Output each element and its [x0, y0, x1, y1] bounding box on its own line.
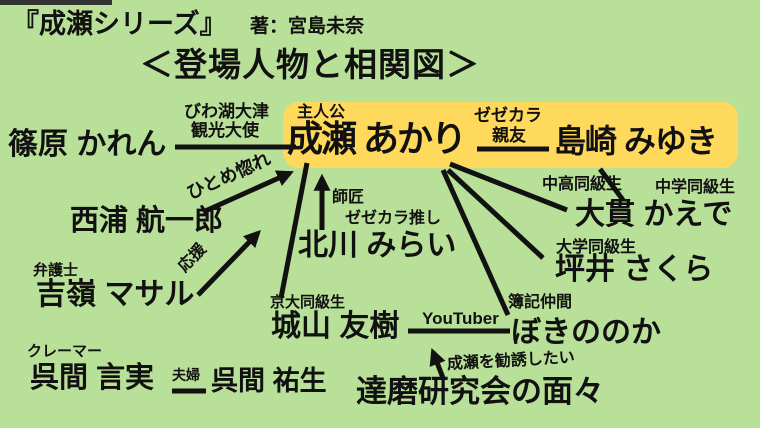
node-shiroyama-yuki: 城山 友樹 [271, 310, 400, 343]
edge-label-daigaku-dokyusei: 大学同級生 [556, 239, 637, 256]
edge-label-kyodai-dokyusei: 京大同級生 [270, 294, 346, 311]
top-left-dark-bar [0, 0, 112, 5]
edge-yoshimine-nishiura-arrow [196, 229, 261, 297]
edge-label-fufu: 夫婦 [172, 367, 200, 383]
edge-daruma-shiroyama-arrow [429, 348, 446, 379]
node-kurema-kotomi: 呉間 言実 [30, 362, 155, 394]
edge-label-zezekara-oshi: ゼゼカラ推し [345, 210, 442, 227]
edge-shimazaki-onuki [597, 167, 626, 202]
node-yoshimine-masaru: 吉嶺 マサル [36, 278, 195, 311]
node-tsuboi-sakura: 坪井 さくら [555, 253, 714, 286]
edge-naruse-bokinonoka [440, 168, 511, 317]
node-nishiura-koichiro: 西浦 航一郎 [70, 205, 224, 237]
protagonist-highlight-pill [283, 102, 738, 168]
edge-label-chuko-dokyusei: 中高同級生 [542, 176, 623, 193]
edge-naruse-shiroyama [278, 162, 310, 299]
naruse-role-label: 主人公 [297, 104, 346, 121]
node-shinohara-karen: 篠原 かれん [8, 128, 167, 161]
node-onuki-kaede: 大貫 かえで [575, 198, 733, 231]
edge-nishiura-naruse-arrow [201, 170, 294, 215]
kurema-role-label: クレーマー [27, 343, 103, 360]
edge-label-shisho: 師匠 [332, 189, 365, 206]
edge-label-biwako-otsu: びわ湖大津 [184, 102, 269, 121]
edge-label-shinyu: 親友 [492, 126, 526, 145]
node-daruma-kenkyukai: 達磨研究会の面々 [356, 374, 604, 409]
edge-naruse-onuki [449, 161, 568, 213]
edge-label-youtuber: YouTuber [422, 309, 499, 328]
node-shimazaki-miyuki: 島崎 みゆき [554, 123, 718, 159]
node-bokinonoka: ぼきののか [511, 316, 661, 349]
node-kurema-yuki: 呉間 祐生 [211, 366, 327, 396]
edge-label-kanko-taishi: 観光大使 [191, 121, 259, 140]
yoshimine-role-label: 弁護士 [33, 262, 79, 279]
series-title: 『成瀬シリーズ』 [12, 9, 227, 39]
node-naruse-akari: 成瀬 あかり [287, 118, 467, 159]
edge-naruse-tsuboi [446, 168, 545, 260]
edge-label-zezekara: ゼゼカラ [474, 106, 542, 125]
edge-label-boki-nakama: 簿記仲間 [508, 294, 573, 311]
node-kitagawa-mirai: 北川 みらい [298, 229, 457, 262]
edge-label-chugaku-dokyusei: 中学同級生 [655, 179, 736, 196]
author-credit: 著：宮島未奈 [250, 16, 365, 37]
diagram-title: ＜登場人物と相関図＞ [140, 46, 480, 83]
